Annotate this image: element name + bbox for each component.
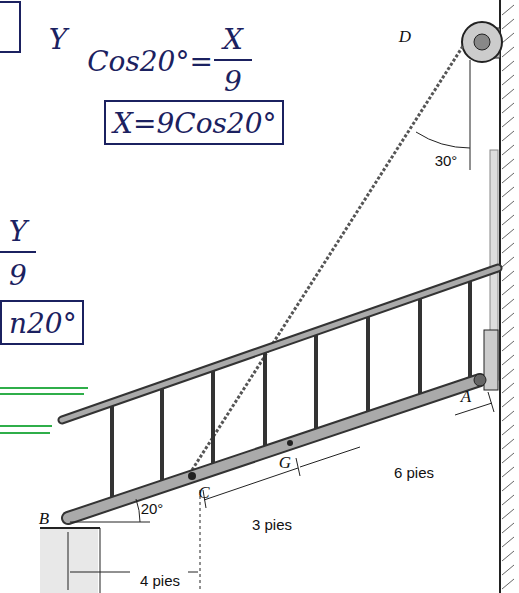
- wall-hatch: [502, 523, 514, 533]
- wall-hatch: [502, 215, 514, 225]
- angle-label: 30°: [435, 153, 458, 168]
- wall-hatch: [502, 243, 514, 253]
- ladder-rung: [211, 367, 215, 469]
- wall-hatch: [502, 271, 514, 281]
- wall-hatch: [502, 19, 514, 29]
- wall-hatch: [502, 467, 514, 477]
- wall-hatch: [502, 285, 514, 295]
- ladder-rung: [110, 403, 114, 504]
- wall-hatch: [502, 369, 514, 379]
- wall-hatch: [502, 201, 514, 211]
- ladder-rung: [468, 278, 472, 384]
- handwritten-note: Y: [9, 218, 27, 246]
- formula-text: n20°: [9, 307, 75, 340]
- wall-hatch: [502, 173, 514, 183]
- dimension-label: 3 pies: [252, 517, 292, 532]
- wall-hatch: [502, 131, 514, 141]
- wall-hatch: [502, 537, 514, 547]
- wall-hatch: [502, 229, 514, 239]
- point-label: B: [39, 510, 49, 527]
- wall-hatch: [502, 411, 514, 421]
- ladder-rung: [314, 331, 318, 434]
- point-label: D: [399, 28, 411, 45]
- formula-box: n20°: [0, 300, 84, 345]
- wall-hatch: [502, 551, 514, 561]
- wall-hatch: [502, 327, 514, 337]
- wall-hatch: [502, 145, 514, 155]
- wall-hatch: [502, 355, 514, 365]
- wall-hatch: [502, 453, 514, 463]
- ladder-rung: [263, 349, 267, 452]
- handwritten-note: Y: [49, 26, 67, 54]
- dimension-label: 6 pies: [394, 465, 434, 480]
- wall-hatch: [502, 425, 514, 435]
- point-label: G: [279, 454, 291, 471]
- formula-text: X=9Cos20°: [113, 107, 275, 140]
- wall-hatch: [502, 495, 514, 505]
- wall-hatch: [502, 299, 514, 309]
- wall-hatch: [502, 397, 514, 407]
- wall-hatch: [502, 61, 514, 71]
- wall-hatch: [502, 5, 514, 15]
- dimension-label: 4 pies: [140, 573, 180, 588]
- ladder-rung: [160, 385, 164, 486]
- wall-hatch: [502, 257, 514, 267]
- formula-box: X=9Cos20°: [104, 100, 284, 145]
- point-label: C: [198, 484, 209, 501]
- point-label: A: [461, 388, 471, 405]
- handwritten-note: 9: [9, 262, 27, 290]
- handwritten-note: Cos20°=: [87, 48, 213, 76]
- wall-hatch: [502, 187, 514, 197]
- wall-hatch: [502, 117, 514, 127]
- ladder-rung: [366, 313, 370, 417]
- wall-hatch: [502, 159, 514, 169]
- wall-hatch: [502, 47, 514, 57]
- wall-hatch: [502, 509, 514, 519]
- wall-hatch: [502, 33, 514, 43]
- handwritten-note: 9: [224, 68, 242, 96]
- wall-hatch: [502, 89, 514, 99]
- wall-hatch: [502, 313, 514, 323]
- wall-hatch: [502, 75, 514, 85]
- wall-hatch: [502, 481, 514, 491]
- wall-hatch: [502, 565, 514, 575]
- angle-label: 20°: [141, 501, 164, 516]
- handwritten-note: X: [223, 26, 243, 54]
- ladder-rung: [418, 295, 422, 400]
- wall-hatch: [502, 103, 514, 113]
- wall-hatch: [502, 439, 514, 449]
- wall-hatch: [502, 579, 514, 589]
- wall-hatch: [502, 383, 514, 393]
- wall-hatch: [502, 341, 514, 351]
